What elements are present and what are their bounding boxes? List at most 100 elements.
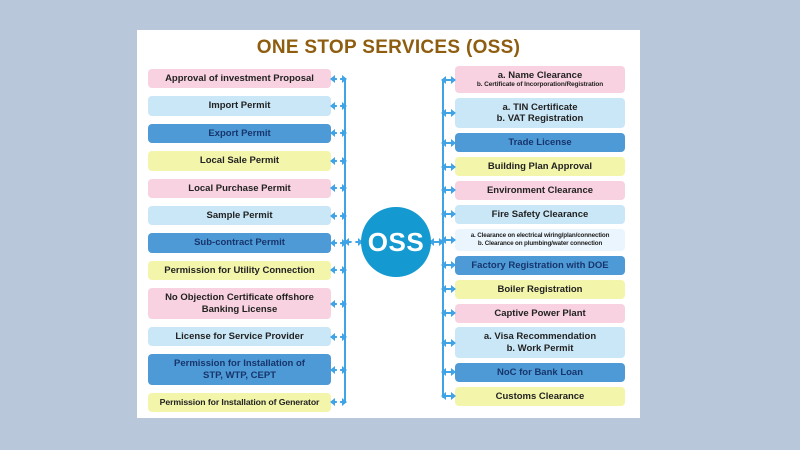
service-box: Permission for Utility Connection <box>148 260 331 281</box>
service-box: Local Sale Permit <box>148 151 331 171</box>
service-box-label: Permission for Installation of <box>174 358 305 370</box>
service-box-label: Factory Registration with DOE <box>471 259 609 271</box>
service-box-label: Boiler Registration <box>497 283 583 295</box>
service-row: Export Permit <box>148 123 347 144</box>
service-box-label: a. Clearance on electrical wiring/plan/c… <box>470 232 610 240</box>
service-box-label: a. Name Clearance <box>497 70 583 81</box>
service-box-label: Import Permit <box>208 100 271 112</box>
service-box: Local Purchase Permit <box>148 178 331 198</box>
oss-hub-circle: OSS <box>361 207 431 277</box>
service-row: Sub-contract Permit <box>148 233 347 253</box>
double-arrow-connector-icon <box>441 309 456 318</box>
service-box-label-line2: Banking License <box>201 303 278 315</box>
service-box: Trade License <box>455 132 625 153</box>
service-box-label: Fire Safety Clearance <box>491 208 589 220</box>
service-box-label: Local Purchase Permit <box>188 182 291 194</box>
service-row: a. Name Clearance b. Certificate of Inco… <box>441 66 625 94</box>
service-box-label: Sub-contract Permit <box>194 237 285 249</box>
service-box-label-line2: b. Work Permit <box>506 342 574 354</box>
service-row: Building Plan Approval <box>441 156 625 177</box>
service-row: Environment Clearance <box>441 180 625 201</box>
service-box-label: Local Sale Permit <box>199 155 280 167</box>
service-row: Trade License <box>441 132 625 153</box>
service-box-label: Permission for Installation of Generator <box>159 397 320 408</box>
service-row: Factory Registration with DOE <box>441 255 625 276</box>
service-box: Fire Safety Clearance <box>455 204 625 225</box>
double-arrow-connector-icon <box>441 138 456 147</box>
service-box: Environment Clearance <box>455 180 625 201</box>
service-row: Boiler Registration <box>441 279 625 300</box>
service-box-label: NoC for Bank Loan <box>496 366 584 378</box>
service-box: Captive Power Plant <box>455 303 625 323</box>
oss-hub-label: OSS <box>367 226 425 257</box>
service-row: a. Clearance on electrical wiring/plan/c… <box>441 228 625 252</box>
service-row: a. Visa Recommendation b. Work Permit <box>441 327 625 359</box>
service-box: Approval of investment Proposal <box>148 69 331 89</box>
double-arrow-connector-icon <box>441 186 456 195</box>
service-box-label: a. TIN Certificate <box>502 101 578 113</box>
service-box-label-line2: b. Clearance on plumbing/water connectio… <box>477 239 603 247</box>
service-row: Permission for Installation of STP, WTP,… <box>148 354 347 386</box>
service-box: Building Plan Approval <box>455 156 625 177</box>
left-services-column: Approval of investment Proposal Import P… <box>148 69 347 412</box>
service-row: Local Purchase Permit <box>148 178 347 198</box>
service-row: Permission for Installation of Generator <box>148 393 347 412</box>
service-box: Permission for Installation of Generator <box>148 393 331 412</box>
diagram-title: ONE STOP SERVICES (OSS) <box>256 37 521 58</box>
service-box: Export Permit <box>148 123 331 144</box>
double-arrow-connector-icon <box>441 109 456 118</box>
service-box-label: Building Plan Approval <box>487 160 593 172</box>
service-row: Sample Permit <box>148 205 347 226</box>
service-row: Fire Safety Clearance <box>441 204 625 225</box>
service-box: Permission for Installation of STP, WTP,… <box>148 354 331 386</box>
double-arrow-connector-icon <box>441 285 456 294</box>
hub-left-double-arrow-icon <box>344 238 363 246</box>
service-box-label: Sample Permit <box>206 209 273 221</box>
service-row: Approval of investment Proposal <box>148 69 347 89</box>
service-box: License for Service Provider <box>148 326 331 347</box>
hub-right-double-arrow-icon <box>429 238 444 246</box>
service-row: Captive Power Plant <box>441 303 625 323</box>
double-arrow-connector-icon <box>441 392 456 401</box>
service-box-label: Trade License <box>508 136 572 148</box>
double-arrow-connector-icon <box>330 74 347 83</box>
service-row: NoC for Bank Loan <box>441 362 625 383</box>
service-box: Customs Clearance <box>455 386 625 406</box>
service-box-label: Export Permit <box>208 127 271 139</box>
service-box-label-line2: b. VAT Registration <box>496 113 584 125</box>
service-row: Customs Clearance <box>441 386 625 406</box>
service-box: Sub-contract Permit <box>148 233 331 253</box>
service-row: Import Permit <box>148 96 347 116</box>
service-box-label: Approval of investment Proposal <box>165 73 314 84</box>
double-arrow-connector-icon <box>441 75 456 84</box>
service-box-label-line2: b. Certificate of Incorporation/Registra… <box>476 81 604 89</box>
double-arrow-connector-icon <box>441 235 456 244</box>
service-box-label: Permission for Utility Connection <box>164 264 315 276</box>
service-row: Local Sale Permit <box>148 151 347 171</box>
service-row: a. TIN Certificate b. VAT Registration <box>441 97 625 129</box>
service-box: a. Visa Recommendation b. Work Permit <box>455 327 625 359</box>
service-box-label-line2: STP, WTP, CEPT <box>202 369 277 381</box>
double-arrow-connector-icon <box>441 210 456 219</box>
service-box: Sample Permit <box>148 205 331 226</box>
service-box: Boiler Registration <box>455 279 625 300</box>
service-box: a. TIN Certificate b. VAT Registration <box>455 97 625 129</box>
service-box: No Objection Certificate offshore Bankin… <box>148 288 331 319</box>
service-box: Factory Registration with DOE <box>455 255 625 276</box>
right-services-column: a. Name Clearance b. Certificate of Inco… <box>441 66 625 406</box>
service-row: No Objection Certificate offshore Bankin… <box>148 288 347 319</box>
service-row: Permission for Utility Connection <box>148 260 347 281</box>
service-box-label: No Objection Certificate offshore <box>165 292 314 304</box>
service-box-label: License for Service Provider <box>175 330 304 342</box>
service-box: NoC for Bank Loan <box>455 362 625 383</box>
double-arrow-connector-icon <box>441 261 456 270</box>
double-arrow-connector-icon <box>441 162 456 171</box>
service-box-label: Environment Clearance <box>486 184 594 196</box>
service-box: Import Permit <box>148 96 331 116</box>
service-box-label: Captive Power Plant <box>494 307 586 319</box>
service-box: a. Name Clearance b. Certificate of Inco… <box>455 66 625 94</box>
service-box-label: Customs Clearance <box>495 390 585 402</box>
double-arrow-connector-icon <box>441 338 456 347</box>
diagram-panel: ONE STOP SERVICES (OSS) Approval of inve… <box>137 30 640 418</box>
service-row: License for Service Provider <box>148 326 347 347</box>
